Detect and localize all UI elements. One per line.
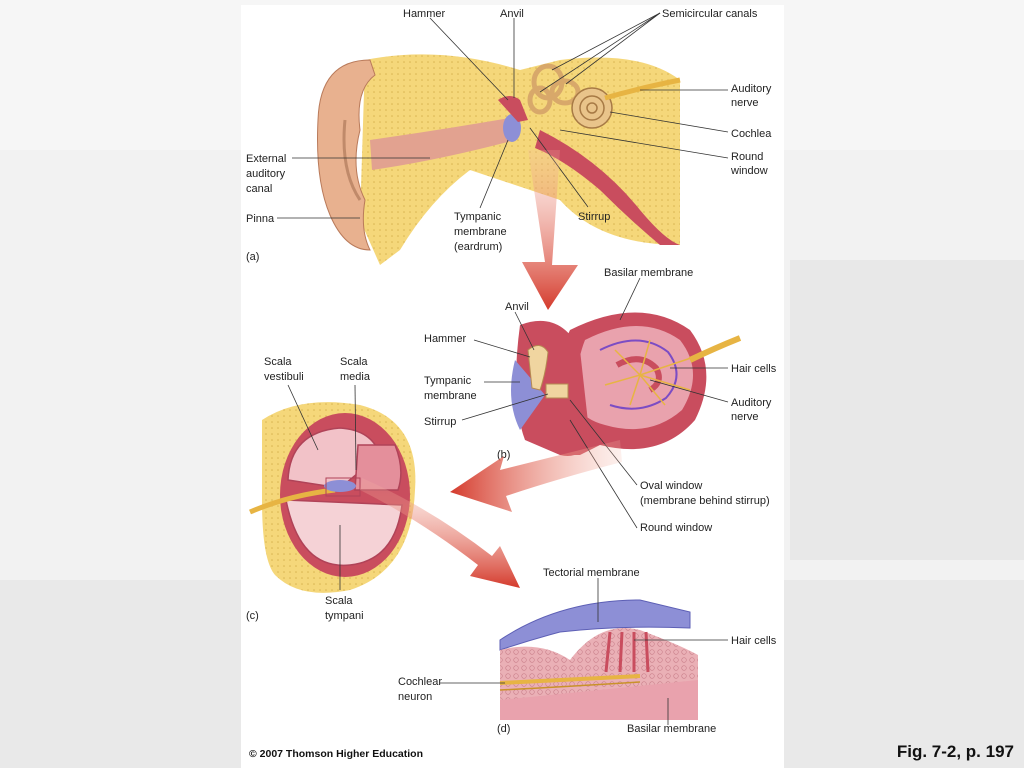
label-hammer-a: Hammer bbox=[403, 8, 446, 20]
label-basilar-b: Basilar membrane bbox=[604, 267, 693, 279]
label-anvil-a: Anvil bbox=[500, 8, 524, 20]
panel-c-leaders bbox=[287, 384, 357, 590]
copyright-text: © 2007 Thomson Higher Education bbox=[249, 748, 424, 760]
label-auditory-nerve-b-1: Auditory bbox=[731, 397, 772, 409]
label-external-canal-2: auditory bbox=[246, 168, 286, 180]
cochlea-core bbox=[615, 356, 662, 393]
label-scala-vestibuli-2: vestibuli bbox=[264, 371, 304, 383]
eustachian-tube bbox=[535, 130, 680, 245]
label-tympanic-a-3: (eardrum) bbox=[454, 241, 502, 253]
label-external-canal-1: External bbox=[246, 153, 286, 165]
basilar-membrane-line bbox=[599, 339, 678, 410]
ossicles-b bbox=[527, 345, 549, 391]
label-anvil-b: Anvil bbox=[505, 301, 529, 313]
detail-box-c bbox=[325, 477, 361, 497]
label-semicircular-canals: Semicircular canals bbox=[662, 8, 758, 20]
tectorial-membrane-shape bbox=[499, 599, 691, 651]
hair-cells-d-shape bbox=[604, 631, 650, 673]
label-scala-tympani-1: Scala bbox=[325, 595, 353, 607]
label-stirrup-b: Stirrup bbox=[424, 416, 456, 428]
eardrum-shape bbox=[503, 114, 521, 142]
panel-d-illustration bbox=[499, 599, 698, 720]
label-hair-cells-d: Hair cells bbox=[731, 635, 777, 647]
label-cochlea: Cochlea bbox=[731, 128, 772, 140]
panel-a-leaders bbox=[277, 12, 729, 219]
label-stirrup-a: Stirrup bbox=[578, 211, 610, 223]
panel-tag-b: (b) bbox=[497, 449, 510, 461]
label-tympanic-b-2: membrane bbox=[424, 390, 477, 402]
ossicles-shape bbox=[498, 96, 528, 122]
label-tympanic-a-1: Tympanic bbox=[454, 211, 502, 223]
scala-media-shape bbox=[354, 444, 402, 491]
label-round-window-b: Round window bbox=[640, 522, 712, 534]
organ-corti-c bbox=[324, 480, 356, 492]
label-tympanic-a-2: membrane bbox=[454, 226, 507, 238]
label-scala-tympani-2: tympani bbox=[325, 610, 364, 622]
label-oval-window-1: Oval window bbox=[640, 480, 702, 492]
arrow-c-to-d bbox=[360, 478, 520, 588]
label-tectorial: Tectorial membrane bbox=[543, 567, 640, 579]
cochlear-neuron-shape bbox=[499, 674, 641, 685]
panel-a-illustration bbox=[317, 54, 681, 265]
label-external-canal-3: canal bbox=[246, 183, 272, 195]
panel-b-leaders bbox=[461, 277, 729, 529]
arrow-b-to-c bbox=[450, 440, 622, 512]
figure-reference: Fig. 7-2, p. 197 bbox=[896, 742, 1014, 761]
label-cochlear-neuron-1: Cochlear bbox=[398, 676, 442, 688]
panel-tag-c: (c) bbox=[246, 610, 259, 622]
background-shade bbox=[790, 260, 1024, 560]
label-round-window-a-2: window bbox=[730, 165, 768, 177]
pinna-fold bbox=[342, 119, 362, 201]
panel-tag-a: (a) bbox=[246, 251, 259, 263]
auditory-nerve-b bbox=[688, 335, 742, 363]
panel-d-leaders bbox=[440, 578, 728, 725]
auditory-nerve-shape bbox=[604, 77, 681, 101]
semicircular-canals-shape bbox=[527, 63, 581, 115]
scala-tympani-shape bbox=[285, 499, 403, 567]
label-auditory-nerve-b-2: nerve bbox=[731, 411, 759, 423]
label-tympanic-b-1: Tympanic bbox=[424, 375, 472, 387]
stirrup-b bbox=[545, 383, 569, 399]
tympanic-membrane-b bbox=[511, 360, 545, 430]
basilar-membrane-d-shape bbox=[500, 680, 698, 720]
cochlear-neuron-shape-2 bbox=[499, 681, 641, 691]
label-round-window-a-1: Round bbox=[731, 151, 763, 163]
label-auditory-nerve-a-2: nerve bbox=[731, 97, 759, 109]
cochlea-shape bbox=[571, 87, 613, 129]
panel-tag-d: (d) bbox=[497, 723, 510, 735]
label-scala-media-2: media bbox=[340, 371, 371, 383]
label-hair-cells-b: Hair cells bbox=[731, 363, 777, 375]
label-oval-window-2: (membrane behind stirrup) bbox=[640, 495, 770, 507]
label-scala-vestibuli-1: Scala bbox=[264, 356, 292, 368]
label-hammer-b: Hammer bbox=[424, 333, 467, 345]
panel-c-illustration bbox=[249, 402, 416, 593]
label-pinna: Pinna bbox=[246, 213, 275, 225]
label-scala-media-1: Scala bbox=[340, 356, 368, 368]
label-basilar-d: Basilar membrane bbox=[627, 723, 716, 735]
label-auditory-nerve-a-1: Auditory bbox=[731, 83, 772, 95]
panel-b-illustration bbox=[511, 312, 742, 456]
label-cochlear-neuron-2: neuron bbox=[398, 691, 432, 703]
auditory-canal-shape bbox=[370, 118, 515, 170]
arrow-a-to-b bbox=[522, 150, 578, 310]
